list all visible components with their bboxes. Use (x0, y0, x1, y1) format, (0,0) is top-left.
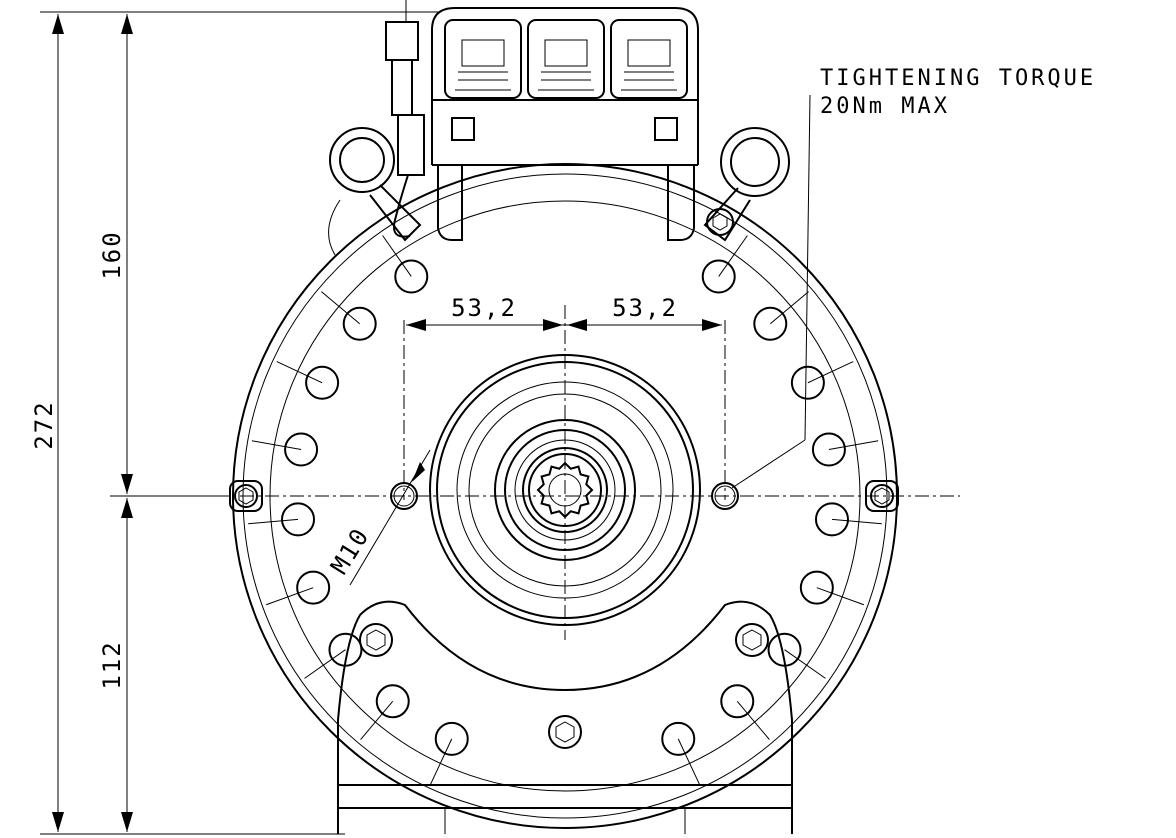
fin-lobe (720, 684, 755, 719)
motor-housing (232, 163, 898, 829)
fin-lobe (701, 259, 736, 294)
fin-lobe (296, 570, 331, 605)
torque-note-line1: TIGHTENING TORQUE (820, 66, 1096, 91)
fin-rib (251, 440, 302, 450)
fin-lobe (811, 432, 846, 467)
fin-lobe (394, 259, 429, 294)
fin-lobe (375, 684, 410, 719)
tapped-holes (390, 482, 739, 510)
hole-spacing-right-label: 53,2 (612, 294, 678, 322)
hole-spacing-left-label: 53,2 (451, 294, 517, 322)
fin-lobe (814, 502, 849, 537)
fin-rib (831, 518, 882, 525)
fin-rib (382, 235, 412, 277)
fin-rib (677, 738, 700, 785)
fin-lobe (799, 570, 834, 605)
fin-lobe (753, 306, 788, 341)
fin-lobe (434, 721, 469, 756)
fin-rib (266, 587, 314, 606)
fin-lobe (790, 365, 825, 400)
fin-rib (828, 440, 879, 450)
cooling-fins (248, 235, 882, 785)
fin-rib (784, 649, 826, 679)
vertical-dimensions: 272 160 112 (30, 11, 440, 835)
thread-callout: M10 (325, 449, 431, 586)
fin-lobe (281, 502, 316, 537)
fin-rib (430, 738, 453, 785)
torque-note: TIGHTENING TORQUE 20Nm MAX (731, 66, 1096, 489)
fin-lobe (305, 365, 340, 400)
mounting-foot (337, 600, 793, 834)
upper-height-label: 160 (98, 230, 126, 279)
fin-rib (769, 291, 809, 325)
torque-note-line2: 20Nm MAX (820, 94, 950, 119)
front-flange (429, 354, 701, 626)
terminal-studs (444, 19, 688, 99)
fin-rib (248, 518, 299, 525)
overall-height-label: 272 (30, 400, 58, 449)
sensor-connector (328, 0, 425, 256)
foot-bolts (359, 623, 769, 749)
fin-lobe (342, 306, 377, 341)
fin-rib (304, 649, 346, 679)
fin-lobe (661, 721, 696, 756)
terminal-box (431, 7, 699, 241)
fin-rib (718, 235, 748, 277)
hole-spacing-dimensions: 53,2 53,2 (406, 294, 722, 331)
lower-height-label: 112 (98, 640, 126, 689)
side-bolts (229, 480, 899, 512)
fin-rib (807, 361, 854, 384)
fin-rib (276, 361, 323, 384)
thread-label: M10 (325, 522, 375, 579)
splined-shaft (536, 461, 594, 519)
fin-rib (321, 291, 361, 325)
fin-rib (816, 587, 864, 606)
fin-rib (360, 700, 394, 740)
fin-lobe (284, 432, 319, 467)
fin-rib (736, 700, 770, 740)
